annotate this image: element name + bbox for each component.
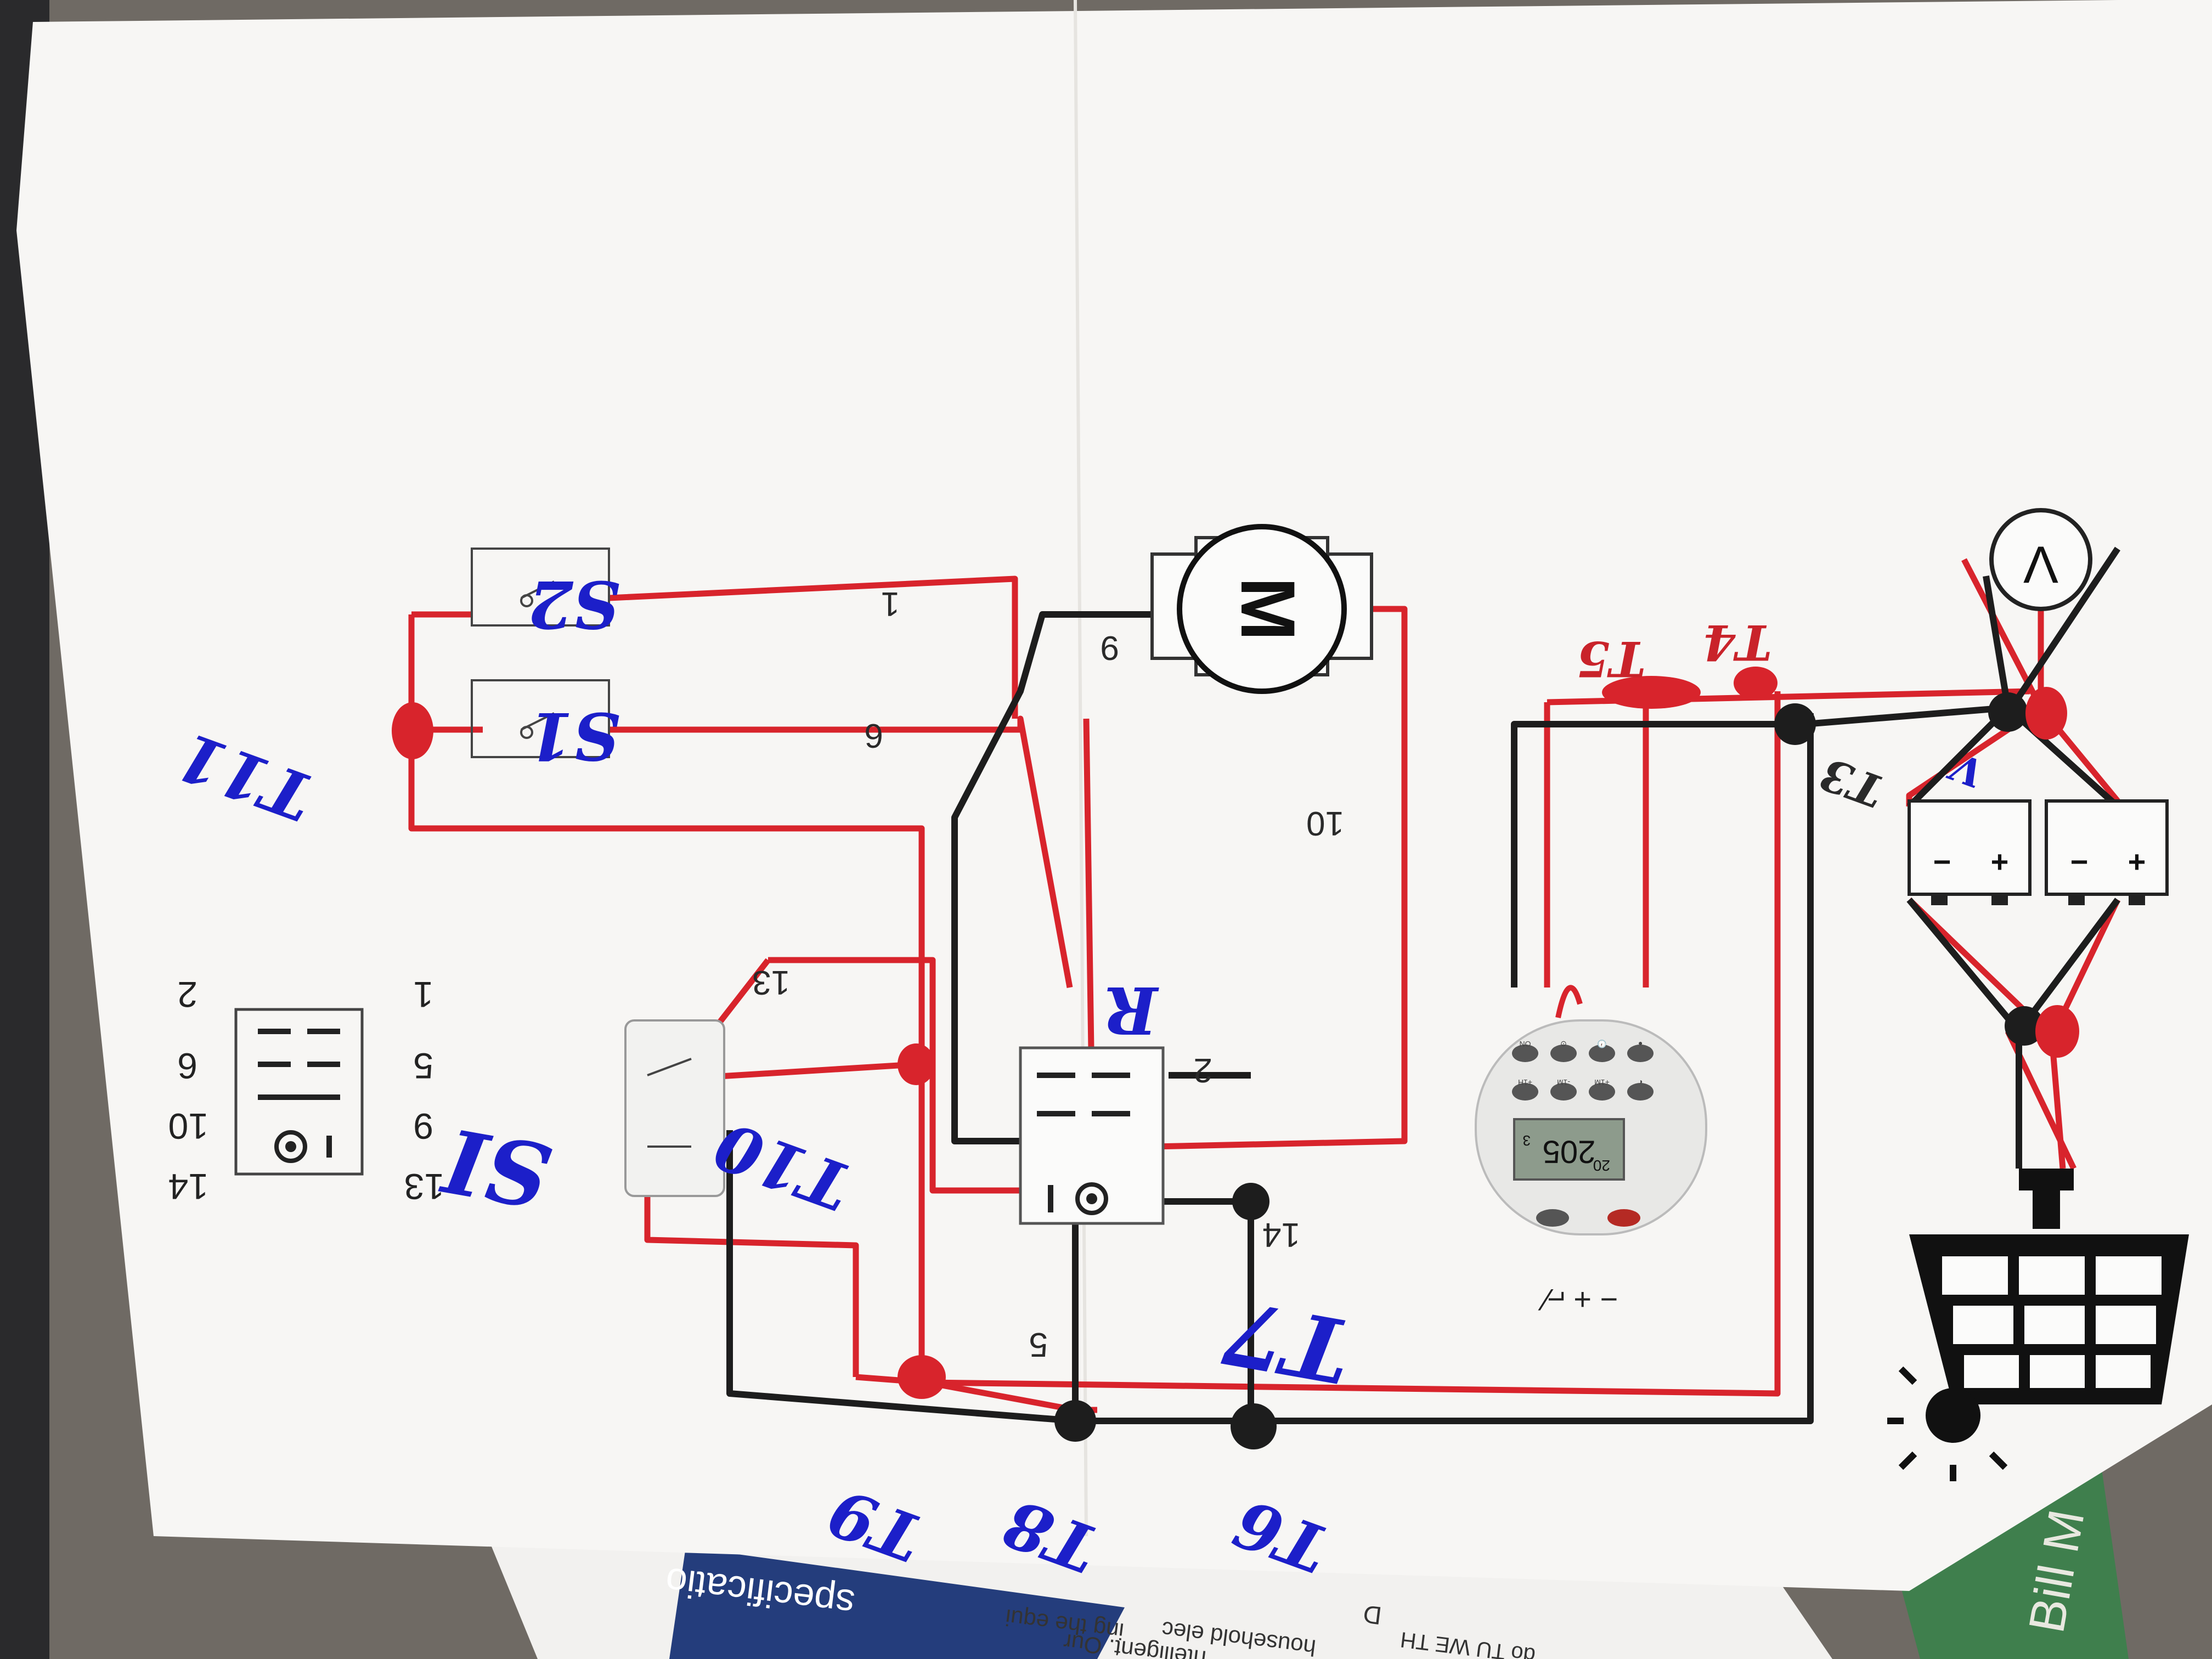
timer-btn-label-5: +1H [1518,1078,1532,1087]
fold-line [1074,0,1088,1537]
junction-t7 [1232,1183,1269,1220]
voltmeter: V [1989,508,2092,611]
timer-btn-label-3: 🕐 [1597,1039,1606,1048]
label-t5: T5 [1576,630,1646,687]
junction-t10 [898,1043,935,1085]
junction-t11 [392,702,433,759]
timer-btn-label-6: -1M [1557,1078,1570,1087]
sun-icon [1887,1350,2008,1481]
label-t7: T7 [1216,1280,1359,1403]
wire-label-14: 14 [1262,1216,1300,1254]
label-s1: S1 [528,698,620,774]
timer-polarity: − + ⌐∕ [1538,1283,1618,1317]
legend-5: 5 [413,1046,433,1086]
timer-button-5[interactable] [1512,1083,1538,1101]
limit-switch-bottom [471,679,610,758]
timer-button-8[interactable] [1627,1083,1654,1101]
battery-right-plus: + [2128,844,2146,879]
timer-button-3[interactable] [1589,1045,1615,1062]
junction-battery-black-top [1988,692,2028,732]
wire-label-9: 9 [1101,629,1119,667]
junction-t8 [1054,1400,1096,1442]
relay [1019,1046,1165,1225]
timer-toggle-button[interactable] [1536,1209,1569,1227]
battery-right-minus: − [2070,844,2089,879]
timer-btn-label-1: ON [1520,1040,1531,1048]
label-r: R [1104,972,1159,1048]
wire-label-6: 6 [865,716,883,754]
battery-left: − + [1908,799,2032,905]
legend-2: 2 [177,974,198,1015]
label-si: SI [435,1108,557,1228]
junction-t5 [1602,676,1701,709]
junction-t3 [1774,703,1816,745]
timer-btn-label-2: ⊙ [1560,1040,1567,1048]
legend-1: 1 [413,974,433,1015]
wire-label-13: 13 [752,963,790,1001]
battery-left-minus: − [1933,844,1951,879]
battery-right: − + [2045,799,2169,905]
junction-battery-black-bottom [2005,1006,2044,1046]
battery-left-plus: + [1991,844,2009,879]
timer-btn-label-4: ● [1638,1040,1643,1048]
timer-button-2[interactable] [1550,1045,1577,1062]
legend-6: 6 [177,1046,198,1086]
timer-button-6[interactable] [1550,1083,1577,1101]
wire-label-5: 5 [1029,1325,1048,1363]
wire-label-10: 10 [1306,804,1344,842]
junction-t9 [898,1355,946,1399]
legend-14: 14 [168,1166,208,1207]
label-t4: T4 [1702,614,1772,671]
junction-battery-red-top [2025,687,2067,740]
junctions [392,667,2079,1449]
timer-button-7[interactable] [1589,1083,1615,1101]
timer-btn-label-8: ◐ [1638,1078,1643,1087]
legend-13: 13 [404,1166,444,1207]
rocker-switch [624,1019,725,1197]
voltmeter-symbol: V [2023,535,2058,594]
legend-9: 9 [413,1106,433,1147]
wire-label-1: 1 [881,585,900,623]
timer-display-small: 20 [1593,1157,1610,1174]
motor: M [1150,524,1373,694]
motor-symbol: M [1225,577,1311,641]
solar-panel [1887,1169,2189,1481]
label-s2: S2 [528,566,620,642]
timer-button-1[interactable] [1512,1045,1538,1062]
timer-red-button[interactable] [1607,1209,1640,1227]
junction-t4 [1734,667,1778,699]
junction-battery-red-bottom [2035,1005,2079,1058]
digital-timer: 205 20 3 ON ⊙ 🕐 ● +1H -1M +1M ◐ − + ⌐∕ [1475,985,1707,1317]
brochure-text-5: D [1362,1600,1383,1630]
junction-t6 [1231,1403,1277,1449]
timer-btn-label-7: +1M [1594,1078,1610,1087]
limit-switch-top [471,548,610,627]
timer-display: 205 [1543,1134,1596,1170]
timer-display-mark: 3 [1523,1132,1531,1149]
relay-legend: 2 6 10 14 1 5 9 13 [168,974,444,1207]
legend-10: 10 [168,1106,208,1147]
wire-label-2: 2 [1194,1051,1212,1089]
diagram-sheet [16,0,2212,1591]
timer-button-4[interactable] [1627,1045,1654,1062]
